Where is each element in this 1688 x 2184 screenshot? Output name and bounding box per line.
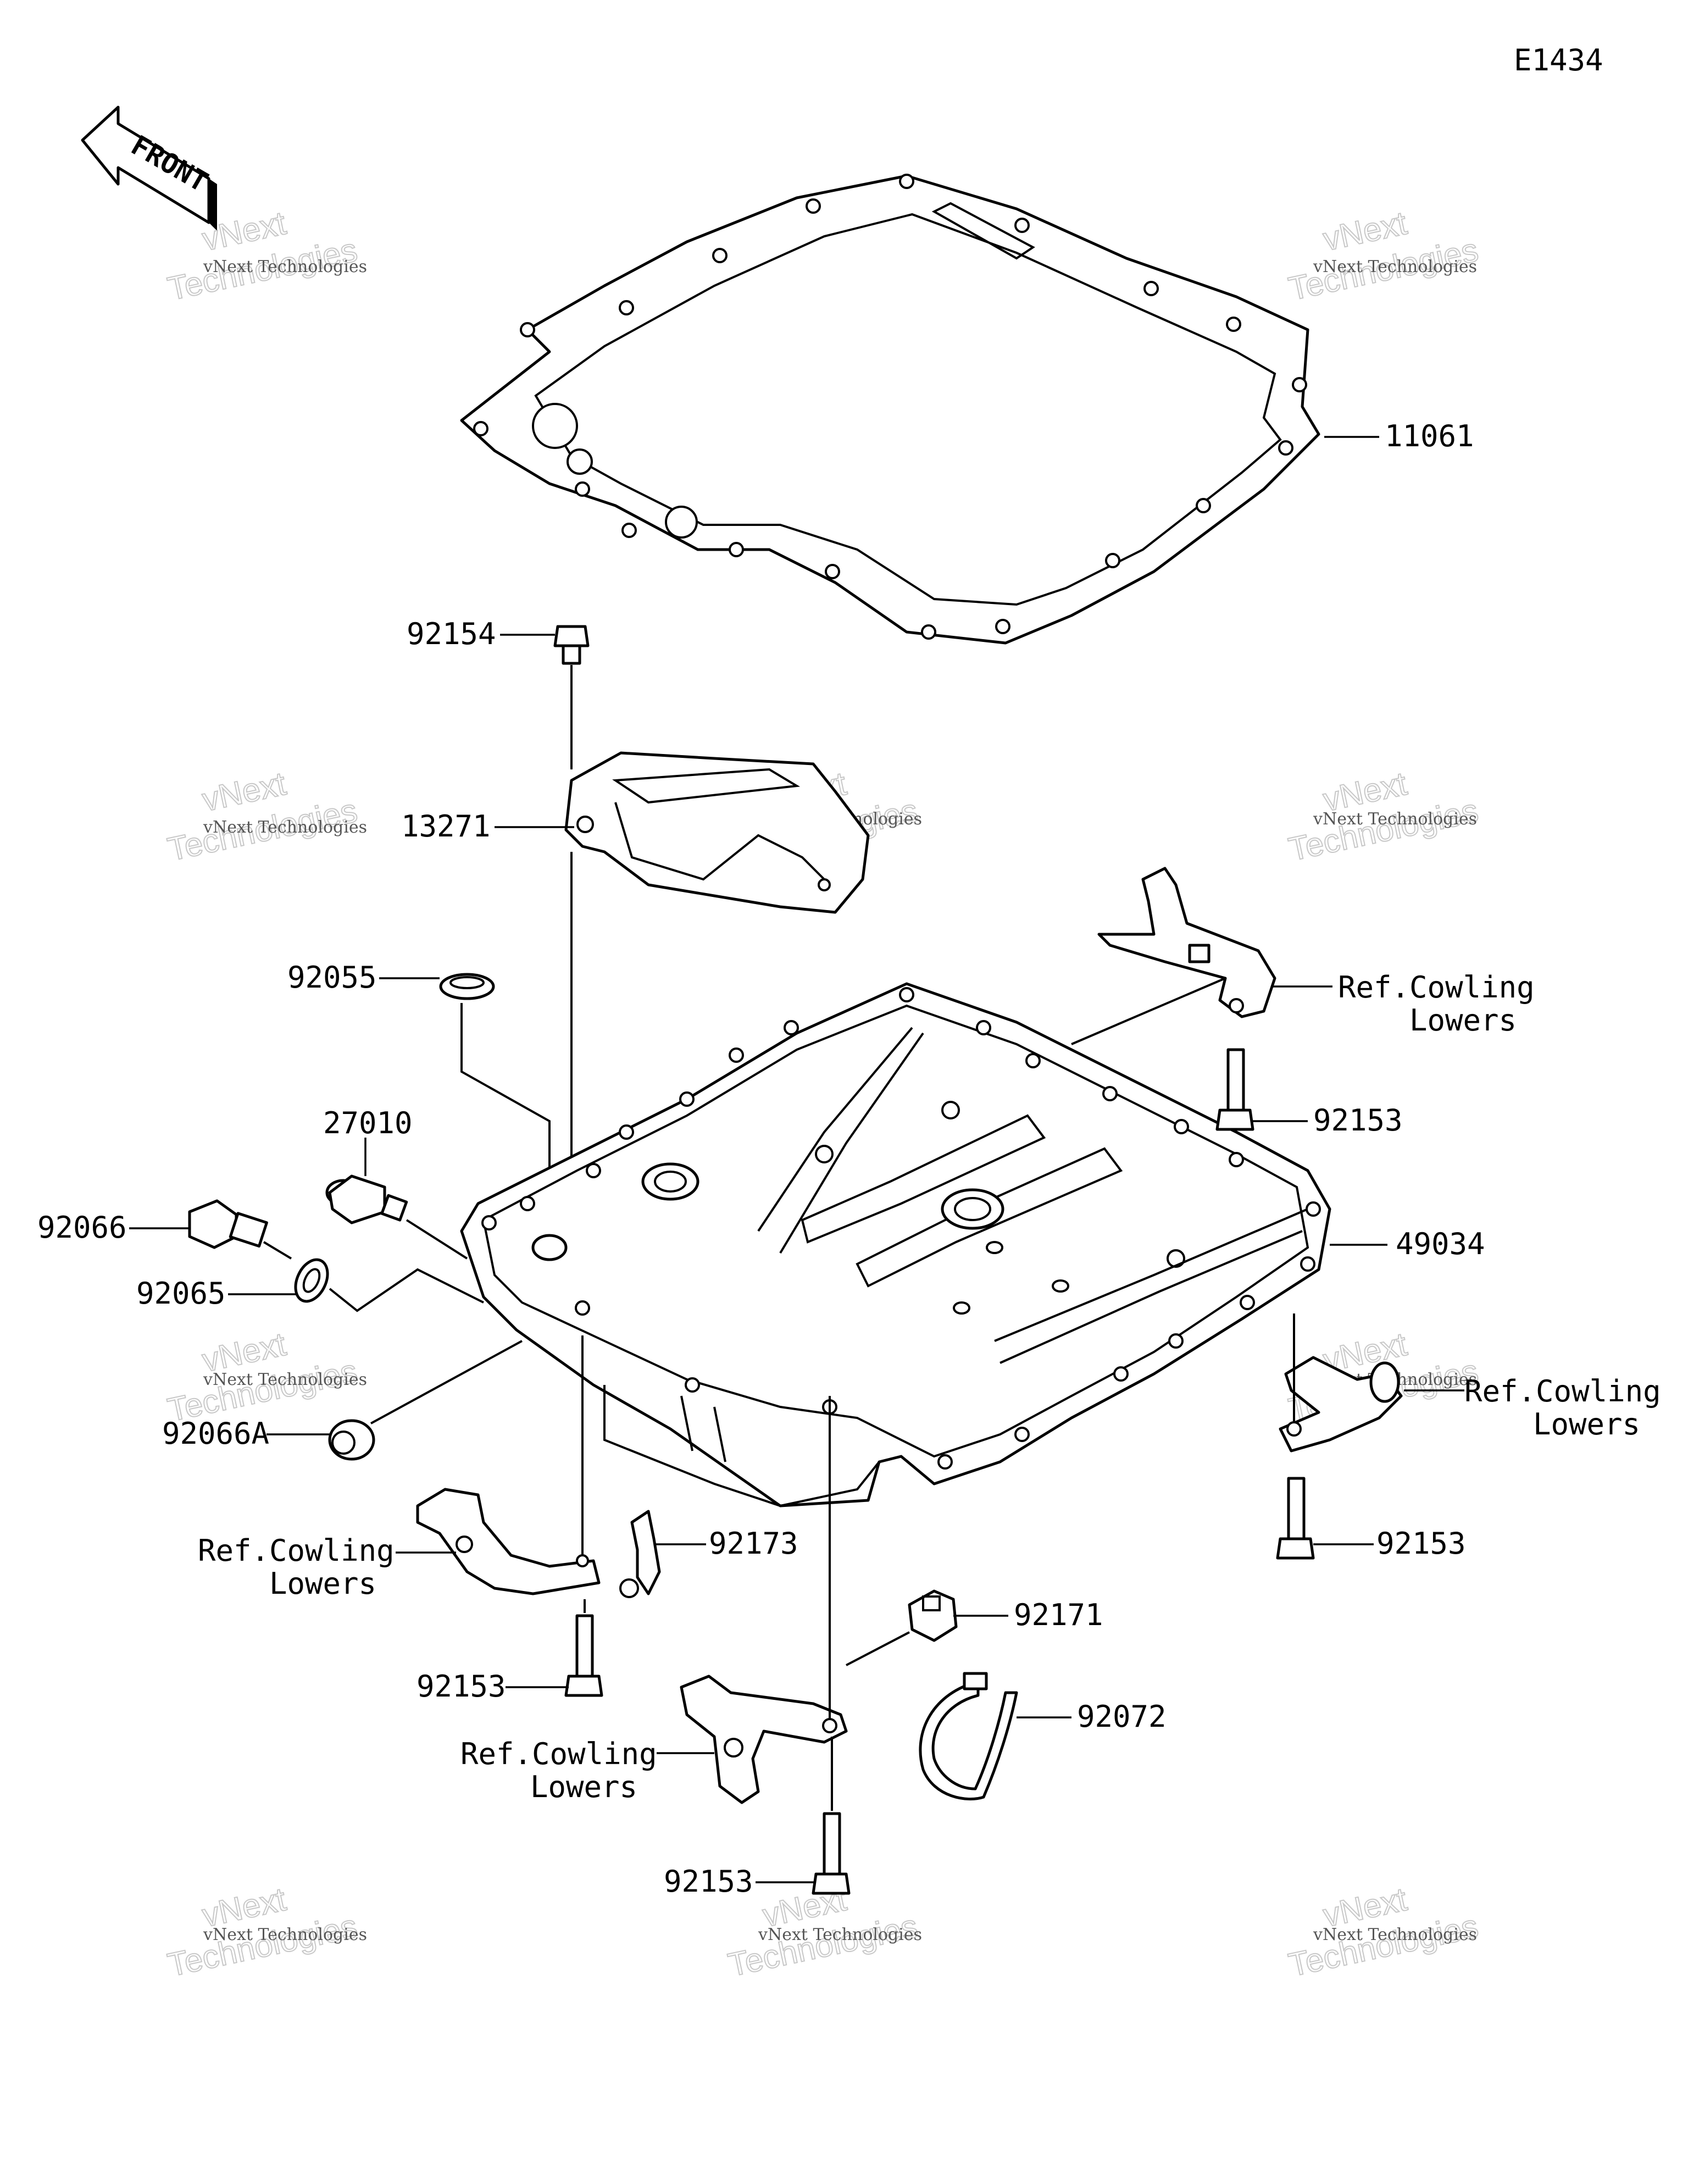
ref-label-right-line2[interactable]: Lowers [1533, 1407, 1640, 1442]
part-label-49034[interactable]: 49034 [1396, 1227, 1485, 1261]
clip-icon[interactable] [908, 1589, 958, 1642]
part-label-92153-right-lower[interactable]: 92153 [1376, 1526, 1466, 1561]
part-label-92065[interactable]: 92065 [136, 1276, 226, 1311]
washer-icon[interactable] [290, 1255, 334, 1306]
oil-pan-gasket[interactable] [460, 174, 1320, 645]
plug-92066a-icon[interactable] [328, 1419, 375, 1461]
ref-label-bottom-line1[interactable]: Ref.Cowling [460, 1737, 657, 1771]
oil-pressure-switch-icon[interactable] [325, 1174, 408, 1224]
part-label-92154[interactable]: 92154 [407, 617, 496, 651]
part-label-92153-bottom[interactable]: 92153 [664, 1864, 753, 1899]
oil-pan[interactable] [460, 982, 1331, 1507]
assembly-line [370, 1340, 523, 1424]
assembly-line [1071, 977, 1226, 1045]
bolt-92154-icon[interactable] [553, 625, 590, 665]
watermark-caption: vNext Technologies [758, 1925, 922, 1944]
assembly-line [460, 1003, 551, 1209]
part-label-92153-left[interactable]: 92153 [417, 1669, 506, 1704]
part-label-92072[interactable]: 92072 [1077, 1699, 1167, 1734]
ref-label-right-line1[interactable]: Ref.Cowling [1464, 1374, 1661, 1409]
part-label-92066A[interactable]: 92066A [162, 1416, 269, 1451]
ref-label-bottom-line2[interactable]: Lowers [530, 1770, 637, 1804]
ref-label-upper-right-line1[interactable]: Ref.Cowling [1338, 970, 1535, 1005]
part-label-92173[interactable]: 92173 [709, 1526, 798, 1561]
assembly-line [406, 1219, 468, 1260]
bracket-upper-right[interactable] [1097, 867, 1276, 1018]
assembly-line [329, 1268, 484, 1312]
bracket-bottom[interactable] [680, 1675, 848, 1804]
part-label-13271[interactable]: 13271 [401, 809, 491, 844]
watermark-caption: vNext Technologies [1313, 810, 1477, 829]
watermark-caption: vNext Technologies [203, 257, 367, 276]
ref-label-left-line2[interactable]: Lowers [269, 1566, 376, 1601]
band-icon[interactable] [919, 1672, 1018, 1800]
watermark-caption: vNext Technologies [1313, 257, 1477, 276]
bolt-92153-icon[interactable] [1276, 1477, 1315, 1560]
part-label-11061[interactable]: 11061 [1385, 419, 1474, 453]
ref-label-left-line1[interactable]: Ref.Cowling [198, 1533, 395, 1568]
watermark-caption: vNext Technologies [203, 1925, 367, 1944]
part-label-92171[interactable]: 92171 [1014, 1598, 1103, 1632]
baffle-plate[interactable] [564, 751, 870, 914]
bolt-92153-icon[interactable] [564, 1614, 603, 1697]
watermark-caption: vNext Technologies [1313, 1925, 1477, 1944]
cap-92055-icon[interactable] [439, 973, 495, 1000]
drain-plug-icon[interactable] [188, 1199, 268, 1249]
bolt-92153-icon[interactable] [1215, 1048, 1254, 1131]
assembly-line [846, 1631, 910, 1666]
part-label-27010[interactable]: 27010 [323, 1106, 413, 1140]
front-arrow-icon: FRONT [81, 106, 217, 231]
part-label-92153-upper-right[interactable]: 92153 [1313, 1103, 1403, 1138]
part-label-92055[interactable]: 92055 [287, 960, 377, 995]
bolt-92153-icon[interactable] [812, 1812, 851, 1895]
watermark-caption: vNext Technologies [203, 818, 367, 837]
bracket-right[interactable] [1279, 1356, 1403, 1453]
ref-label-upper-right-line2[interactable]: Lowers [1409, 1003, 1517, 1038]
clamp-icon[interactable] [619, 1510, 661, 1598]
watermark-caption: vNext Technologies [203, 1370, 367, 1389]
part-label-92066[interactable]: 92066 [37, 1210, 127, 1245]
assembly-line [263, 1241, 292, 1260]
bracket-left[interactable] [416, 1488, 601, 1595]
diagram-code: E1434 [1514, 43, 1603, 77]
